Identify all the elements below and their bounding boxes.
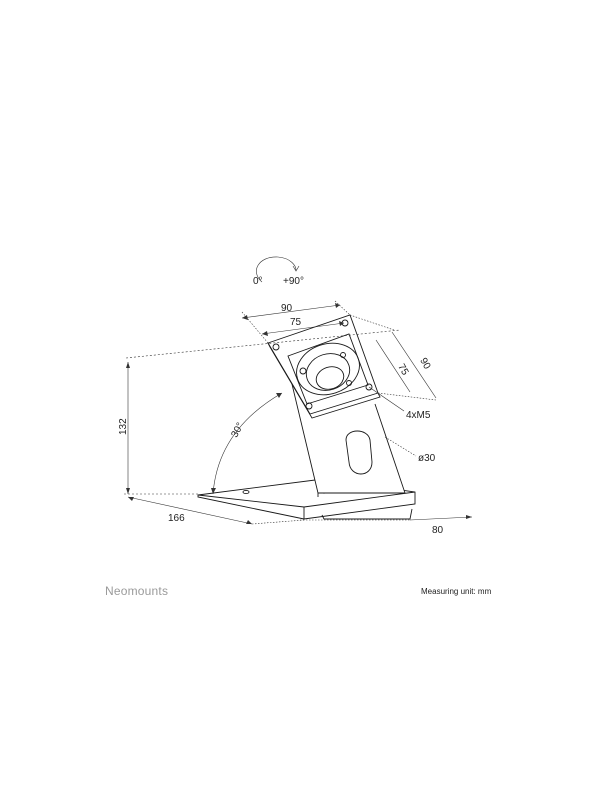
dim-plate-outer-width: 90 [281, 303, 293, 314]
rotation-to-label: +90° [283, 276, 304, 287]
base-screw-hole [242, 489, 250, 495]
dim-angle: 30° [229, 421, 246, 440]
dim-plate-outer-height: 90 [417, 356, 432, 372]
dim-plate-inner-height: 75 [395, 362, 410, 378]
unit-note: Measuring unit: mm [421, 587, 492, 596]
dim-hole-diameter: ø30 [418, 453, 436, 464]
base-foot [321, 508, 413, 520]
dim-plate-inner-width: 75 [290, 317, 302, 328]
dim-base-depth: 166 [168, 513, 185, 524]
rotation-from-label: 0° [253, 276, 263, 287]
brand-name: Neomounts [105, 584, 169, 598]
dim-height: 132 [118, 418, 129, 435]
dim-base-width: 80 [432, 525, 444, 536]
rotation-disc [296, 342, 360, 396]
dim-screws: 4xM5 [406, 410, 431, 421]
cable-slot [345, 430, 373, 475]
